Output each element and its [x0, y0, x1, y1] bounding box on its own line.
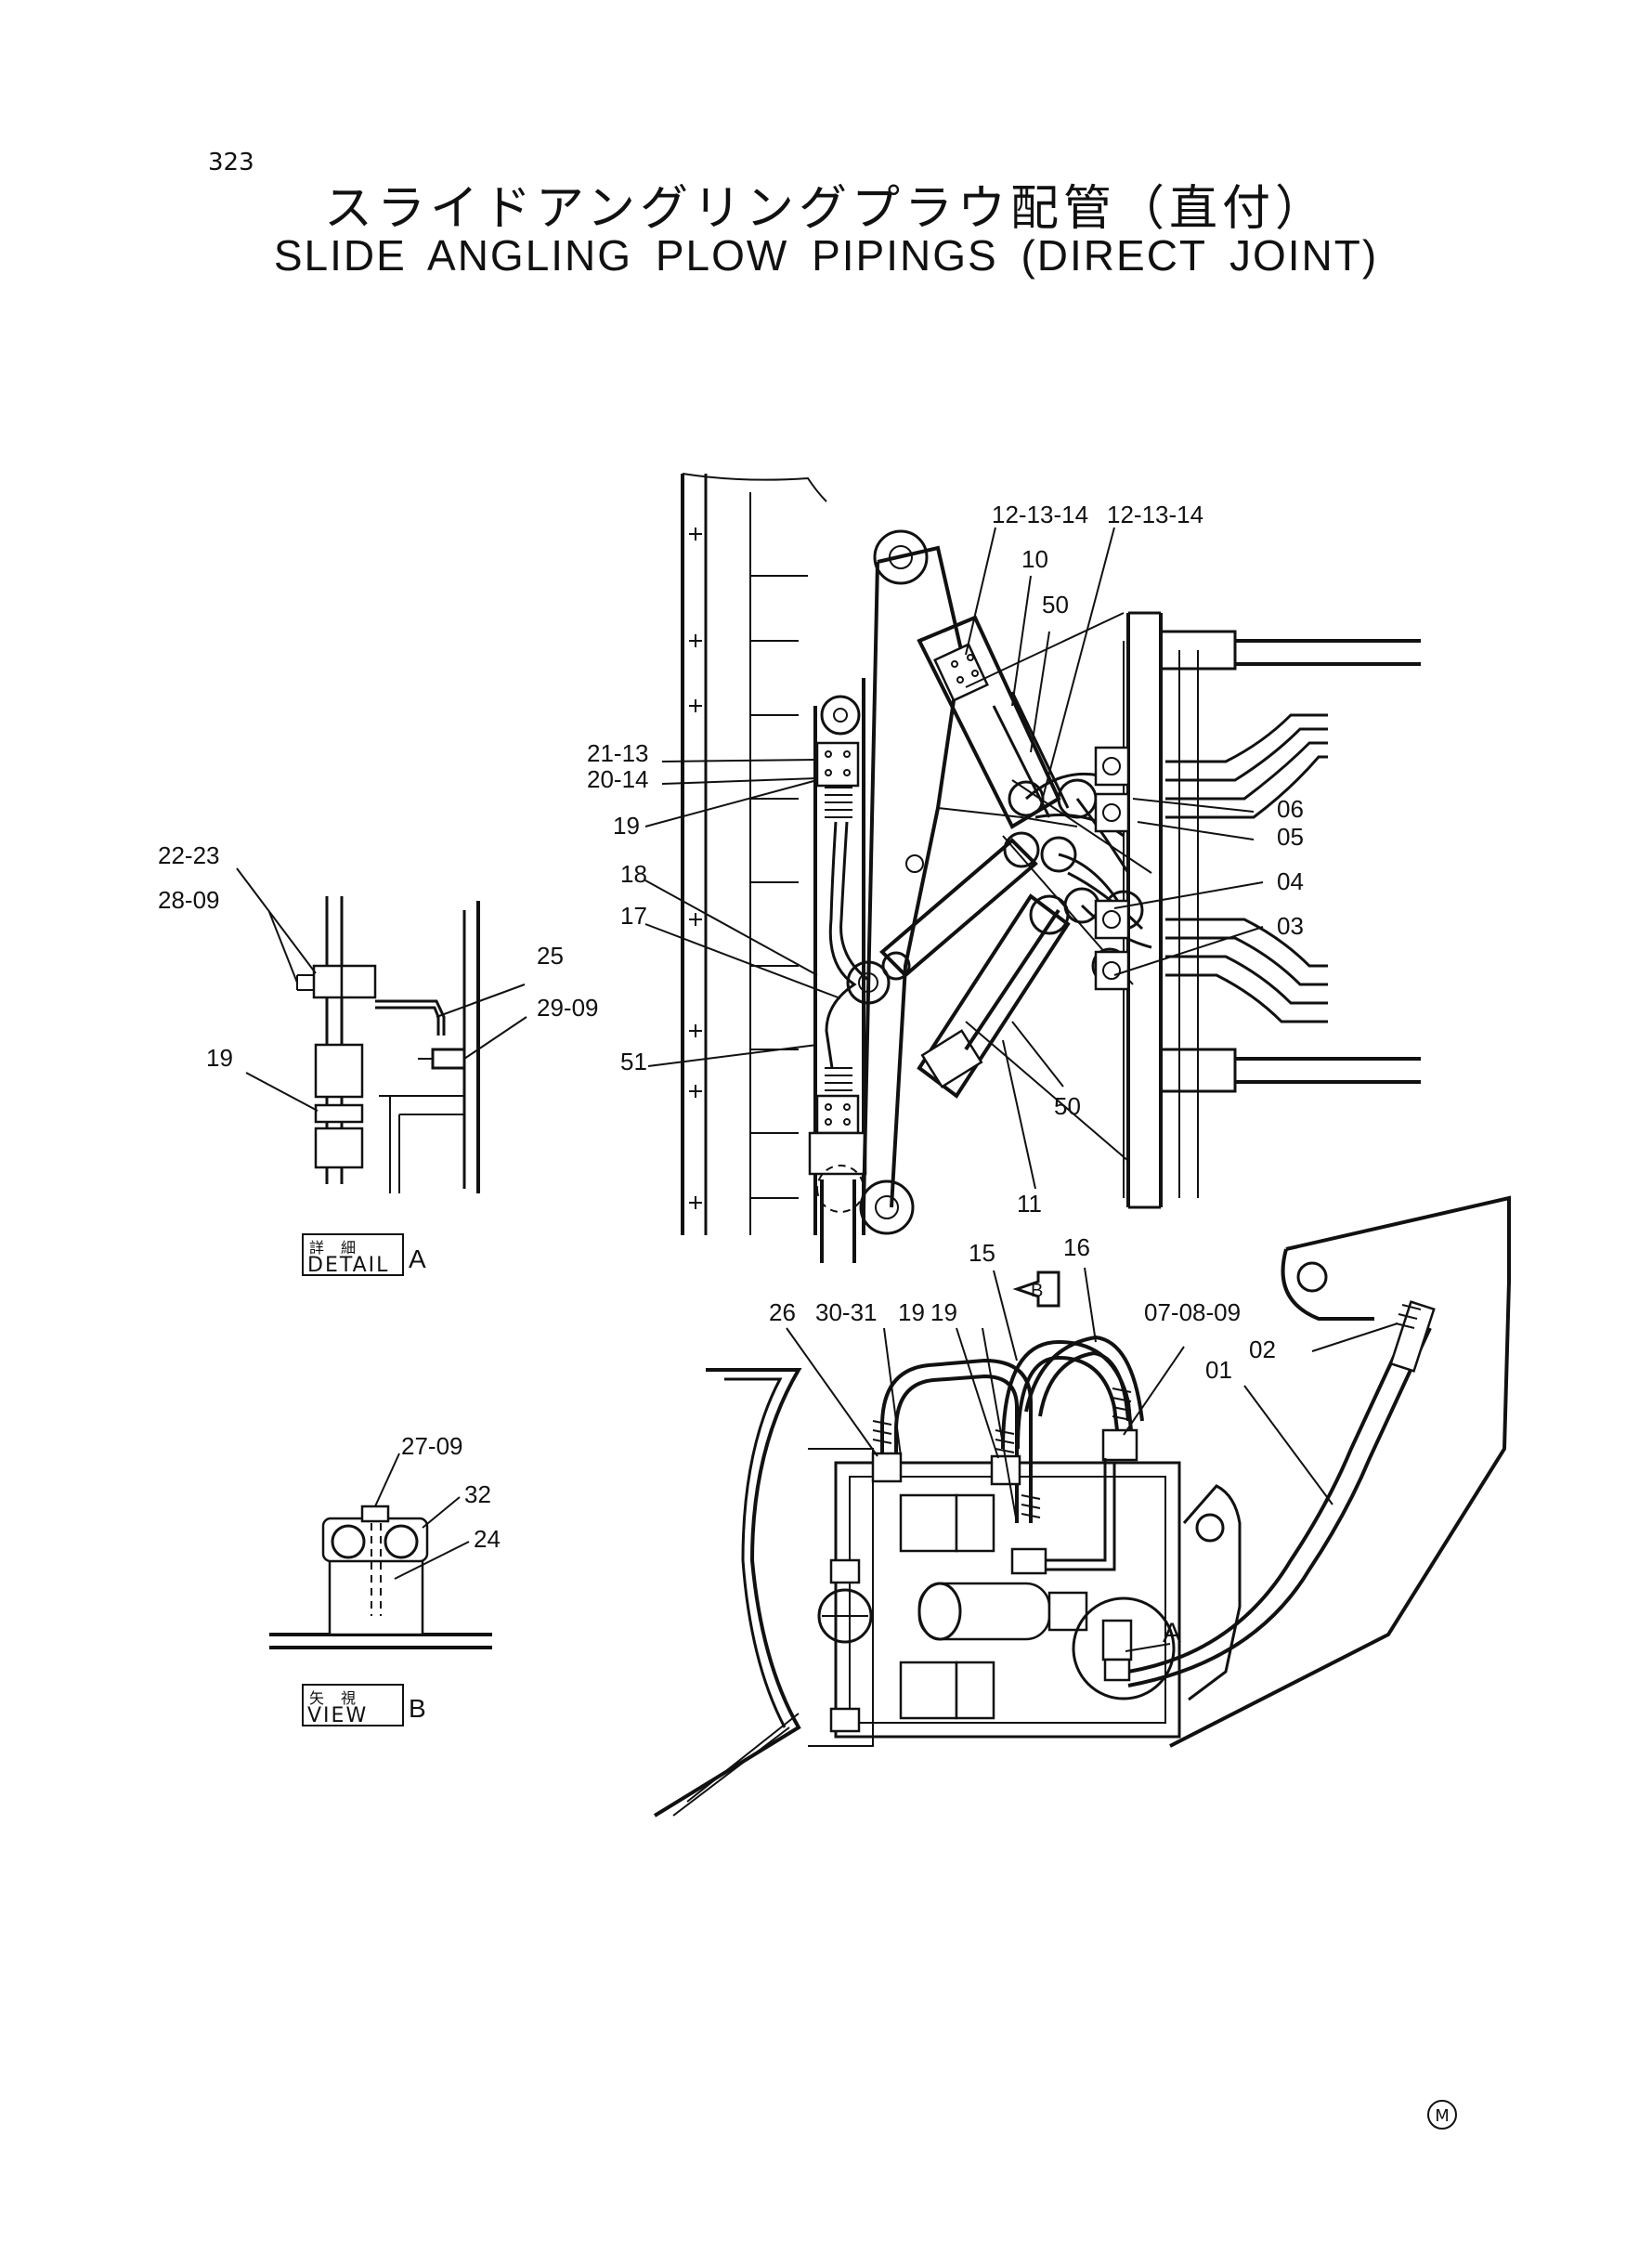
view-b-tag: B — [409, 1694, 426, 1723]
lower-leaders — [786, 1267, 1398, 1652]
detail-a-caption: 詳細 DETAIL — [302, 1233, 404, 1277]
label-16: 16 — [1063, 1233, 1090, 1261]
label-15: 15 — [969, 1239, 995, 1267]
detail-a-tag: A — [409, 1244, 426, 1273]
footer-mark: M — [1427, 2100, 1457, 2130]
label-28-09: 28-09 — [158, 886, 220, 914]
view-b-caption: 矢視 VIEW — [302, 1684, 404, 1727]
view-b — [269, 1505, 492, 1649]
title-english: SLIDE ANGLING PLOW PIPINGS (DIRECT JOINT… — [273, 231, 1379, 280]
label-26: 26 — [769, 1298, 796, 1326]
label-04: 04 — [1277, 867, 1304, 895]
label-50-a: 50 — [1042, 591, 1069, 619]
detail-a — [296, 896, 480, 1193]
label-06: 06 — [1277, 795, 1304, 823]
label-19-b: 19 — [930, 1298, 957, 1326]
label-19: 19 — [613, 812, 640, 840]
upper-leaders — [644, 527, 1264, 1190]
view-b-labels: 27-09 32 24 — [401, 1432, 501, 1553]
label-22-23: 22-23 — [158, 841, 220, 869]
label-03: 03 — [1277, 912, 1304, 940]
label-30-31: 30-31 — [815, 1298, 878, 1326]
detail-a-labels: 22-23 28-09 25 29-09 19 — [158, 841, 599, 1072]
label-01: 01 — [1205, 1356, 1232, 1384]
label-19-a: 19 — [898, 1298, 925, 1326]
label-24: 24 — [474, 1525, 501, 1553]
label-02: 02 — [1249, 1335, 1276, 1363]
label-32: 32 — [464, 1480, 491, 1508]
label-17: 17 — [620, 902, 647, 930]
label-20-14: 20-14 — [587, 765, 649, 793]
upper-assembly — [681, 473, 1421, 1263]
label-a: A — [1163, 1618, 1181, 1648]
label-view-b-arrow: B — [1031, 1281, 1043, 1301]
label-19-detail: 19 — [206, 1044, 233, 1072]
label-18: 18 — [620, 860, 647, 888]
label-10: 10 — [1021, 545, 1048, 573]
label-27-09: 27-09 — [401, 1432, 463, 1460]
label-51: 51 — [620, 1048, 647, 1075]
label-07-08-09: 07-08-09 — [1144, 1298, 1241, 1326]
label-25: 25 — [537, 942, 564, 970]
view-b-leaders — [374, 1453, 470, 1580]
view-b-caption-en: VIEW — [307, 1704, 369, 1727]
detail-a-caption-jp: 詳細 — [309, 1239, 373, 1257]
label-21-13: 21-13 — [587, 739, 649, 767]
label-50-b: 50 — [1054, 1092, 1081, 1120]
lower-assembly — [653, 1195, 1511, 1818]
page-number: 323 — [208, 149, 254, 176]
label-05: 05 — [1277, 823, 1304, 851]
lower-labels: 15 16 26 30-31 19 19 07-08-09 02 01 A B — [769, 1233, 1276, 1648]
upper-labels: 12-13-14 12-13-14 10 50 21-13 20-14 19 1… — [587, 501, 1304, 1218]
title-japanese: スライドアングリングプラウ配管（直付） — [324, 181, 1328, 237]
view-b-caption-jp: 矢視 — [309, 1689, 373, 1707]
label-29-09: 29-09 — [537, 994, 599, 1022]
detail-a-caption-en: DETAIL — [307, 1254, 390, 1277]
label-12-13-14-a: 12-13-14 — [992, 501, 1088, 528]
label-12-13-14-b: 12-13-14 — [1107, 501, 1203, 528]
label-11: 11 — [1017, 1190, 1042, 1218]
detail-a-leaders — [236, 867, 527, 1112]
